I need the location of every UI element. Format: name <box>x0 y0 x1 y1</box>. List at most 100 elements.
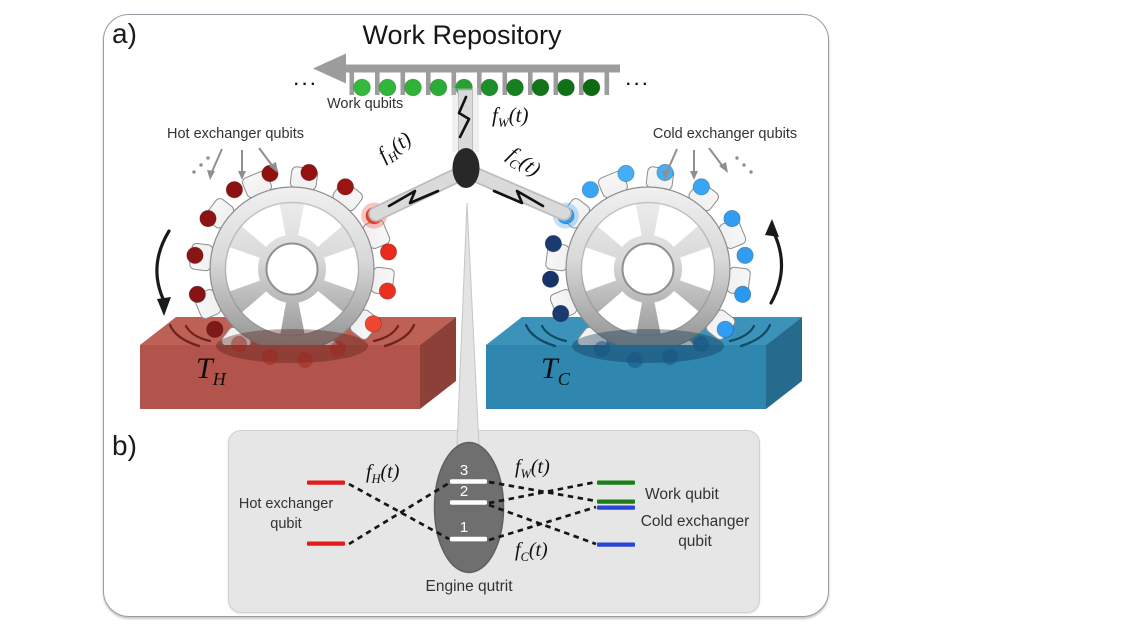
coupling-arms <box>368 88 572 222</box>
hot-gear-rotation-arrow-icon <box>155 229 171 305</box>
hot-qubit-label-line1: Hot exchanger <box>238 496 334 512</box>
panel-b-diagram <box>307 441 635 574</box>
callout-wedge <box>456 202 480 446</box>
comb-tooth <box>604 68 610 95</box>
exchanger-qubit-dot <box>617 164 635 183</box>
comb-tooth <box>375 68 380 95</box>
work-qubit-dot <box>404 78 422 97</box>
exchanger-qubit-dot <box>541 270 560 288</box>
coupling-label-fc-b: fC(t) <box>515 539 548 565</box>
cold-bath-front <box>486 345 766 409</box>
exchanger-qubit-dot <box>736 246 754 264</box>
work-qubit-lower-level <box>597 499 635 504</box>
exchanger-qubit-dot <box>692 178 710 196</box>
work-qubit-dot <box>429 78 448 97</box>
exchanger-qubit-dot <box>734 285 752 303</box>
hot-gear <box>189 166 395 372</box>
cold-qubit-label-line1: Cold exchanger <box>640 513 750 530</box>
coupling-label-fw-b: fW(t) <box>515 456 550 482</box>
work-qubit-label: Work qubit <box>645 486 719 503</box>
math-sub: H <box>212 369 226 389</box>
comb-tooth <box>528 68 533 95</box>
cold-qubit-label-line2: qubit <box>678 533 712 550</box>
work-qubit-dot <box>531 78 550 97</box>
math-sub: H <box>371 472 381 486</box>
comb-tooth <box>400 68 406 95</box>
work-qubit-dots <box>353 78 601 97</box>
comb-tooth <box>349 68 355 95</box>
exchanger-qubit-dot <box>186 246 204 264</box>
figure-title: Work Repository <box>362 20 562 50</box>
math-arg: (t) <box>380 461 400 483</box>
exchanger-qubit-dot <box>300 163 318 182</box>
exchanger-qubit-dot <box>225 181 243 199</box>
math-symbol: f <box>515 456 521 478</box>
hot-qubit-lower-level <box>307 541 345 546</box>
hot-qubit-label: Hot exchanger qubit <box>228 494 344 534</box>
comb-tooth <box>553 68 559 95</box>
math-symbol: f <box>492 103 498 127</box>
exchanger-qubit-dot <box>364 315 382 333</box>
cold-qubit-label: Cold exchanger qubit <box>626 512 764 552</box>
exchanger-qubit-dot <box>723 209 741 228</box>
panel-b-label: b) <box>112 430 137 461</box>
coupling-dashed-lines <box>348 480 597 546</box>
qutrit-level-1-number: 1 <box>459 519 469 536</box>
exchanger-qubit-dot <box>188 285 206 303</box>
work-qubit-dot <box>480 78 499 97</box>
comb-tooth <box>451 68 457 95</box>
hot-exchanger-qubits-label: Hot exchanger qubits <box>166 126 305 142</box>
ellipsis-left: ··· <box>294 76 319 93</box>
work-qubit-dot <box>506 78 524 97</box>
math-symbol: f <box>515 539 521 561</box>
cold-exchanger-qubits-label: Cold exchanger qubits <box>652 126 798 142</box>
work-qubits-label: Work qubits <box>327 96 404 112</box>
comb-tooth <box>477 68 482 95</box>
exchanger-qubit-dot <box>379 243 398 261</box>
exchanger-qubit-dot <box>552 304 570 323</box>
exchanger-qubit-dot <box>336 178 354 196</box>
qutrit-level-lines <box>450 479 487 542</box>
math-sub: C <box>557 369 570 389</box>
arrowhead-left-icon <box>313 53 346 84</box>
hot-bath-front <box>140 345 420 409</box>
engine-node <box>452 148 480 188</box>
math-arg: (t) <box>530 456 550 478</box>
exchanger-qubit-dot <box>581 181 599 199</box>
comb-tooth <box>426 68 431 95</box>
hot-bath-label: TH <box>196 352 226 390</box>
qutrit-level-2-number: 2 <box>459 483 469 500</box>
ellipsis-right: ··· <box>626 76 651 93</box>
label-pointer-arrows <box>192 147 753 180</box>
qutrit-level-3-number: 3 <box>459 462 469 479</box>
cold-qubit-upper-level <box>597 505 635 510</box>
cold-gear-rotation-arrow-icon <box>769 229 784 305</box>
work-qubit-dot <box>557 78 575 97</box>
math-sub: W <box>520 467 531 481</box>
exchanger-qubit-dot <box>544 235 562 253</box>
exchanger-qubit-dot <box>378 282 397 300</box>
math-symbol: T <box>196 352 213 385</box>
engine-qutrit-label: Engine qutrit <box>425 578 513 595</box>
coupling-label-fw-a: fW(t) <box>492 103 529 131</box>
math-sub: C <box>520 550 529 564</box>
work-qubit-upper-level <box>597 480 635 485</box>
work-qubit-dot <box>353 78 371 97</box>
cold-qubit-lower-level <box>597 542 635 547</box>
hot-qubit-label-line2: qubit <box>270 516 302 532</box>
panel-a-label: a) <box>112 18 137 49</box>
work-qubit-dot <box>378 78 397 97</box>
gear-hub-hole <box>621 242 675 296</box>
bath-contact-effects <box>168 323 772 368</box>
gear-slots <box>226 203 358 335</box>
math-symbol: f <box>366 461 372 483</box>
comb-tooth <box>502 68 508 95</box>
hot-qubit-upper-level <box>307 480 345 485</box>
gear-hub-hole <box>265 242 319 296</box>
math-sub: W <box>497 115 509 131</box>
cold-gear <box>545 166 751 372</box>
math-arg: (t) <box>508 103 529 127</box>
cold-bath-label: TC <box>541 352 570 390</box>
